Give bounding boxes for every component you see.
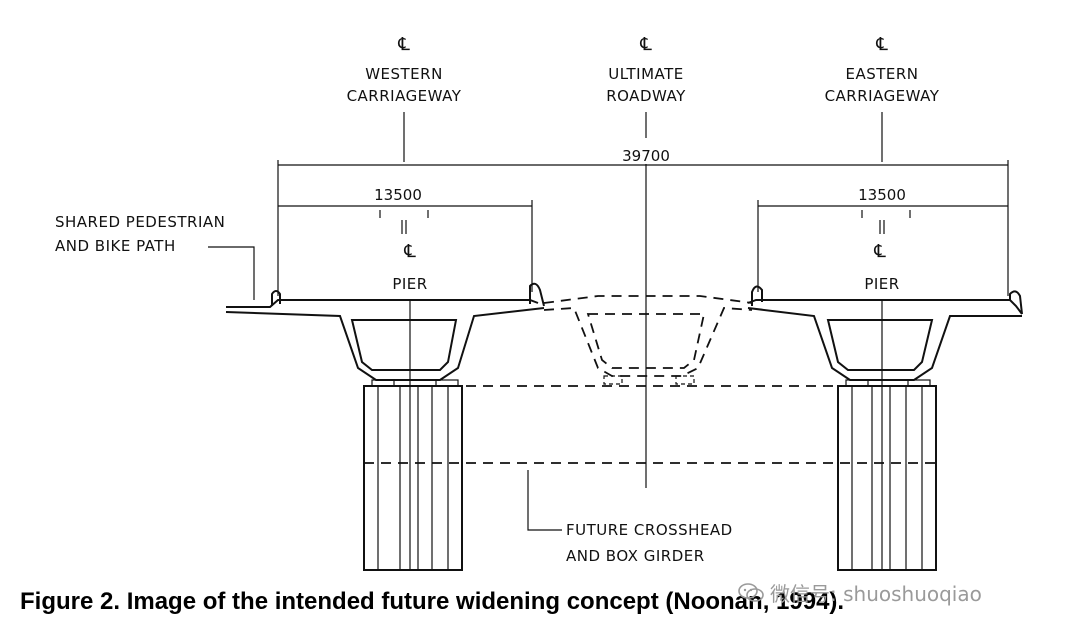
future-label-line1: FUTURE CROSSHEAD: [566, 521, 733, 539]
west-box-girder: [225, 282, 545, 387]
ultimate-cl-symbol: ℄: [639, 34, 652, 55]
wechat-icon: [738, 582, 764, 602]
overall-dimension: 39700: [277, 147, 1009, 296]
future-crosshead-leader: [527, 470, 562, 531]
west-pier-text: PIER: [392, 275, 427, 293]
shared-path-leader: [208, 246, 255, 300]
future-crosshead: [364, 385, 936, 464]
western-cl-symbol: ℄: [397, 34, 410, 55]
overall-dimension-value: 39700: [622, 147, 670, 165]
west-pier-cl-symbol: ℄: [403, 241, 416, 262]
east-box-girder: [747, 285, 1023, 387]
east-pier-text: PIER: [864, 275, 899, 293]
future-label-line2: AND BOX GIRDER: [566, 547, 705, 565]
ultimate-label-line2: ROADWAY: [606, 87, 686, 105]
west-deck-dimension-value: 13500: [374, 186, 422, 204]
ultimate-label-line1: ULTIMATE: [608, 65, 684, 83]
figure-caption: Figure 2. Image of the intended future w…: [20, 588, 845, 615]
eastern-label-line1: EASTERN: [845, 65, 918, 83]
shared-path-line2: AND BIKE PATH: [55, 237, 176, 255]
western-label-line2: CARRIAGEWAY: [347, 87, 462, 105]
west-pier-label: ℄ PIER: [392, 220, 427, 293]
watermark: 微信号: shuoshuoqiao: [738, 578, 982, 607]
shared-path-line1: SHARED PEDESTRIAN: [55, 213, 225, 231]
west-pier-column: [363, 300, 463, 571]
east-deck-dimension: 13500: [757, 186, 1008, 292]
western-label-line1: WESTERN: [365, 65, 443, 83]
eastern-cl-symbol: ℄: [875, 34, 888, 55]
east-pier-label: ℄ PIER: [864, 220, 899, 293]
shared-path-label: SHARED PEDESTRIAN AND BIKE PATH: [55, 213, 255, 300]
east-deck-dimension-value: 13500: [858, 186, 906, 204]
west-deck-dimension: 13500: [278, 186, 533, 292]
ultimate-roadway-label: ℄ ULTIMATE ROADWAY: [606, 34, 686, 105]
east-pier-column: [837, 300, 937, 571]
eastern-carriageway-label: ℄ EASTERN CARRIAGEWAY: [825, 34, 940, 105]
east-pier-cl-symbol: ℄: [873, 241, 886, 262]
future-middle-girder: [543, 295, 753, 385]
future-crosshead-label: FUTURE CROSSHEAD AND BOX GIRDER: [527, 470, 733, 565]
western-carriageway-label: ℄ WESTERN CARRIAGEWAY: [347, 34, 462, 105]
eastern-label-line2: CARRIAGEWAY: [825, 87, 940, 105]
watermark-text: 微信号: shuoshuoqiao: [770, 582, 982, 606]
